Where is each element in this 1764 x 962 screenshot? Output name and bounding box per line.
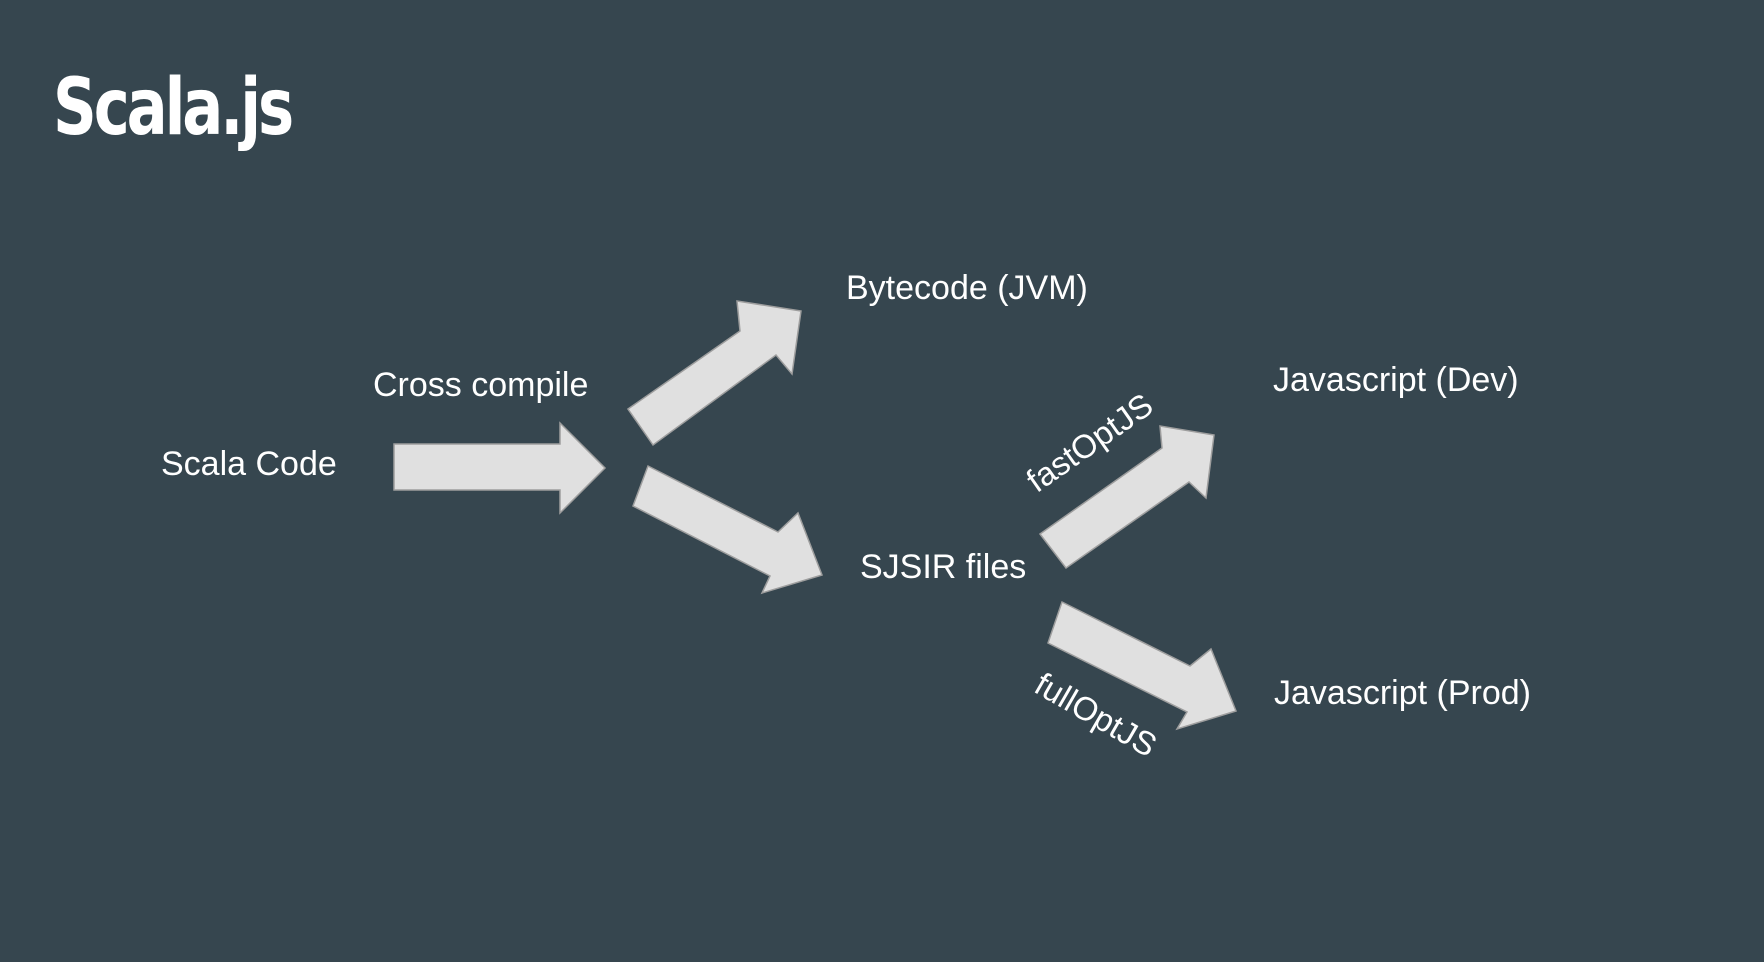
arrow-fulloptjs [1047, 600, 1238, 731]
edge-label-cross-compile: Cross compile [373, 366, 589, 404]
arrow-fastoptjs [1038, 425, 1215, 570]
node-javascript-dev: Javascript (Dev) [1273, 361, 1519, 399]
node-sjsir-files: SJSIR files [860, 548, 1027, 586]
arrow-scala-to-compile [393, 421, 607, 515]
node-scala-code: Scala Code [161, 445, 337, 483]
arrow-to-sjsir [632, 464, 823, 595]
arrow-to-bytecode [626, 300, 802, 447]
slide-title: Scala.js [53, 63, 294, 153]
node-javascript-prod: Javascript (Prod) [1274, 674, 1531, 712]
node-bytecode-jvm: Bytecode (JVM) [846, 269, 1088, 307]
